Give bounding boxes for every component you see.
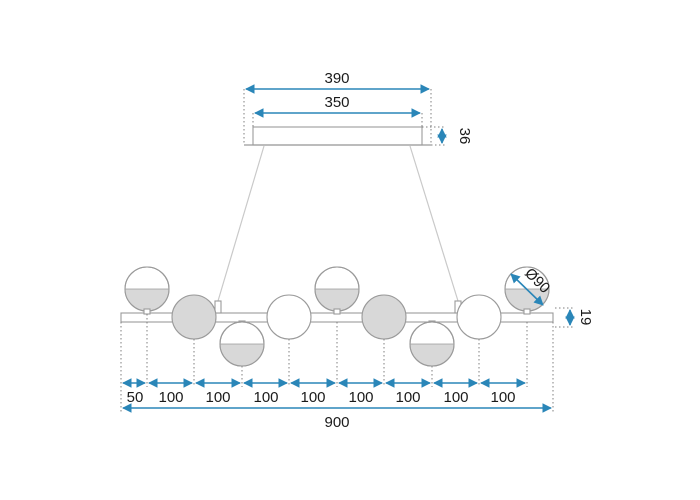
spacing-label-9: 100 [490, 389, 515, 406]
canopy-height-label: 36 [456, 128, 473, 145]
globe-clear-2 [456, 294, 502, 340]
spacing-label-3: 100 [205, 389, 230, 406]
globe-2 [219, 320, 265, 367]
globe-4 [409, 320, 455, 367]
bar-height-label: 19 [577, 309, 594, 326]
suspension-cables [217, 145, 459, 302]
spacing-label-2: 100 [158, 389, 183, 406]
canopy-extension-lines [243, 89, 446, 146]
spacing-label-8: 100 [443, 389, 468, 406]
total-length-dimension: 900 [122, 403, 552, 431]
bottom-extension-lines [120, 314, 554, 412]
globe-frosted-1 [171, 294, 217, 340]
globe-frosted-2 [361, 294, 407, 340]
canopy-body [252, 126, 423, 146]
total-length-label: 900 [324, 414, 349, 431]
spacing-label-7: 100 [395, 389, 420, 406]
spacing-dimensions: 50 100 100 100 100 100 100 100 100 [122, 378, 526, 406]
canopy-outer-width-label: 390 [324, 70, 349, 87]
bar-height-dimension: 19 [555, 307, 594, 328]
left-cable-clamp [214, 300, 222, 314]
right-cable [409, 145, 459, 302]
spacing-label-6: 100 [348, 389, 373, 406]
canopy [244, 126, 431, 146]
left-cable [217, 145, 265, 302]
canopy-height-dimension: 36 [437, 128, 473, 145]
canopy-inner-width-dimension: 350 [254, 94, 421, 118]
globe-1 [124, 266, 170, 315]
spacing-label-5: 100 [300, 389, 325, 406]
globe-clear-1 [266, 294, 312, 340]
spacing-label-4: 100 [253, 389, 278, 406]
canopy-outer-width-dimension: 390 [245, 70, 430, 94]
spacing-label-1: 50 [127, 389, 144, 406]
canopy-inner-width-label: 350 [324, 94, 349, 111]
globe-3 [314, 266, 360, 315]
